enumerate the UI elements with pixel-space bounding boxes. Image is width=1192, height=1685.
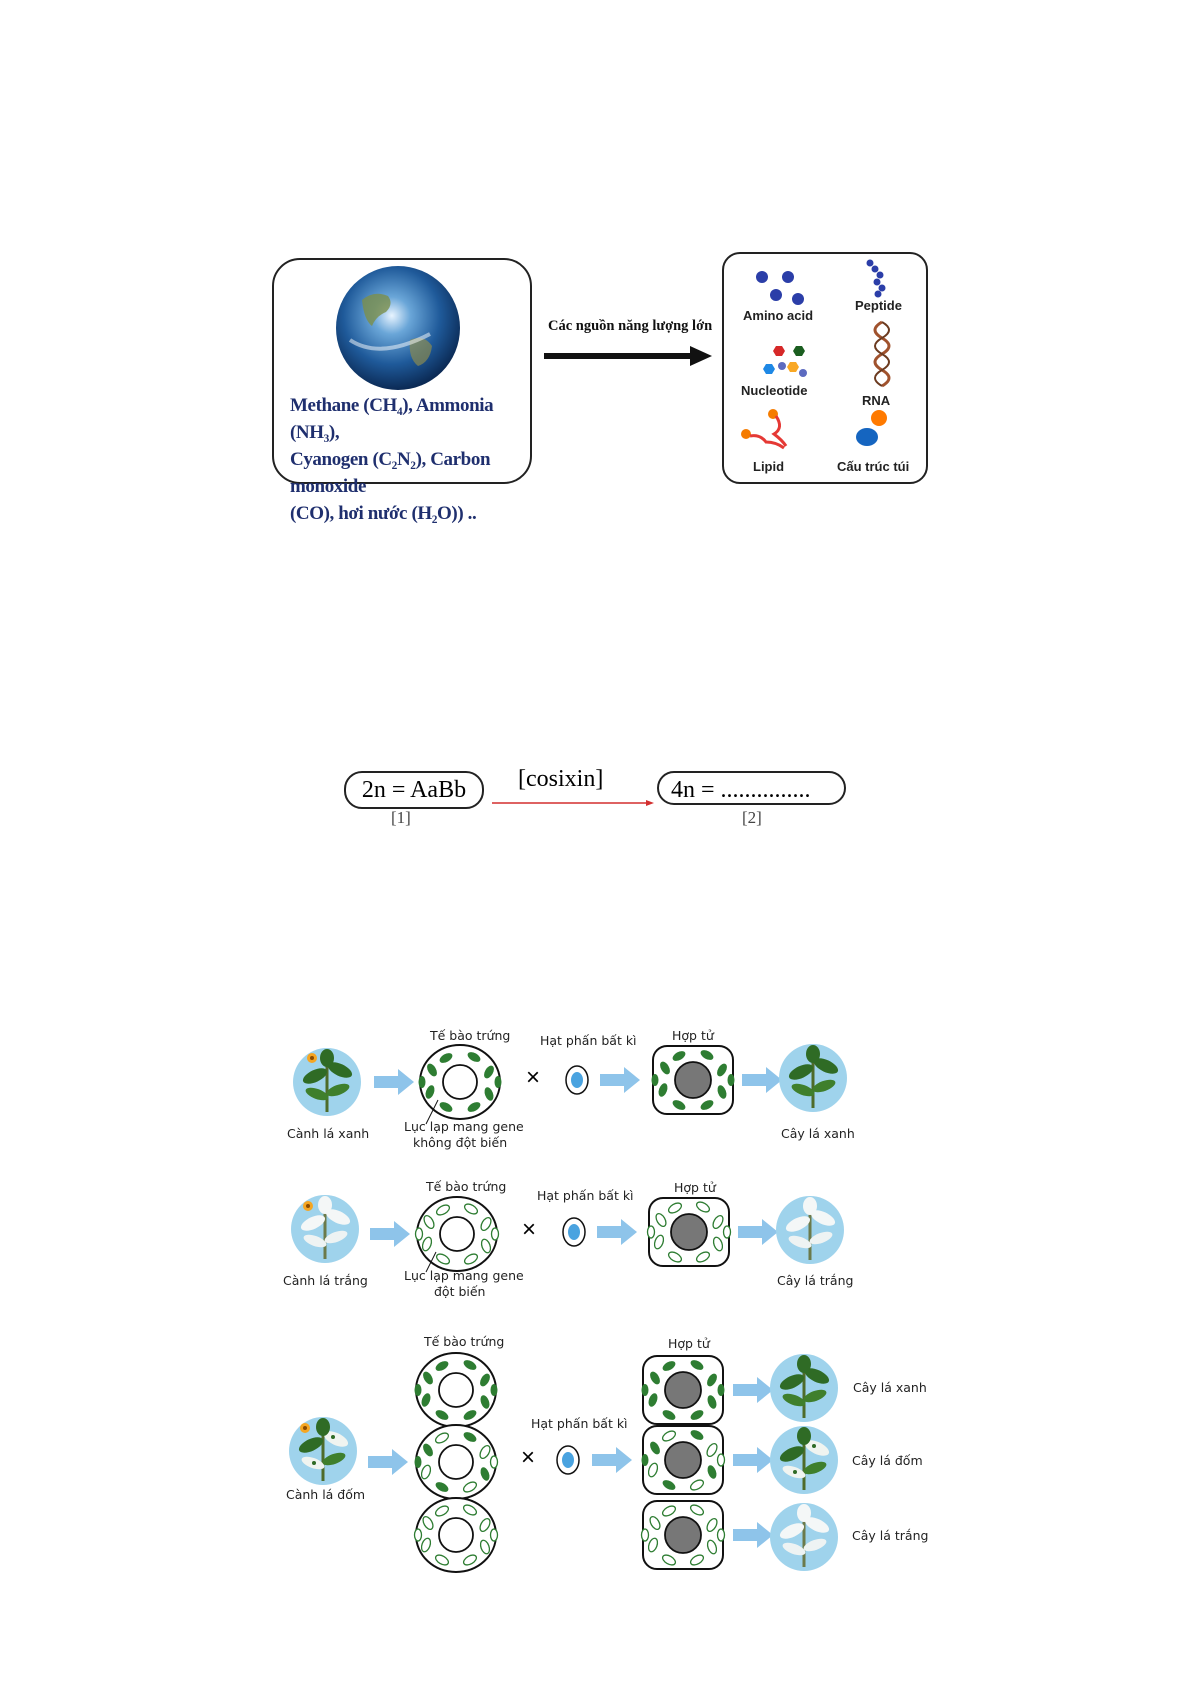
row3-result-white: Cây lá trắng	[852, 1528, 929, 1543]
row1-pollen-label: Hạt phấn bất kì	[540, 1033, 637, 1048]
diploid-box: 2n = AaBb	[344, 771, 484, 809]
tetraploid-index: [2]	[742, 808, 762, 827]
row2-white	[289, 1193, 846, 1273]
amino-acid-label: Amino acid	[743, 308, 814, 323]
energy-arrow-label: Các nguồn năng lượng lớn	[548, 318, 713, 334]
row3-variegated	[287, 1352, 840, 1573]
nucleotide-label: Nucleotide	[741, 383, 808, 398]
row1-cross-symbol: ×	[526, 1064, 541, 1091]
tetraploid-box: 4n = ...............	[657, 771, 846, 805]
row1-plastid-note-1: Lục lạp mang gene	[404, 1119, 524, 1134]
molecules-box	[722, 252, 928, 484]
row2-cross-symbol: ×	[522, 1216, 537, 1243]
row1-egg-label: Tế bào trứng	[430, 1028, 511, 1043]
row1-green	[291, 1042, 849, 1125]
earth-gas-list: Methane (CH₄), Ammonia (NH₃), Cyanogen (…	[290, 392, 530, 527]
row1-zygote-label: Hợp tử	[672, 1028, 714, 1043]
row2-source-label: Cành lá trắng	[283, 1273, 368, 1288]
gas-line-1: Methane (CH₄), Ammonia (NH₃),	[290, 395, 494, 443]
row2-egg-label: Tế bào trứng	[426, 1179, 507, 1194]
row1-result-label: Cây lá xanh	[781, 1126, 855, 1141]
vesicle-label: Cấu trúc túi	[837, 459, 910, 474]
gas-line-3: (CO), hơi nước (H₂O)) ..	[290, 503, 477, 524]
row3-result-green: Cây lá xanh	[853, 1380, 927, 1395]
row2-result-label: Cây lá trắng	[777, 1273, 854, 1288]
row3-pollen-label: Hạt phấn bất kì	[531, 1416, 628, 1431]
row3-zygote-label: Hợp tử	[668, 1336, 710, 1351]
lipid-label: Lipid	[753, 459, 785, 474]
row3-source-label: Cành lá đốm	[286, 1487, 366, 1502]
row2-pollen-label: Hạt phấn bất kì	[537, 1188, 634, 1203]
row2-zygote-label: Hợp tử	[674, 1180, 716, 1195]
rna-label: RNA	[862, 393, 891, 408]
row1-source-label: Cành lá xanh	[287, 1126, 370, 1141]
row3-egg-label: Tế bào trứng	[424, 1334, 505, 1349]
row2-plastid-note-1: Lục lạp mang gene	[404, 1268, 524, 1283]
colchicine-label: [cosixin]	[518, 766, 604, 792]
row2-plastid-note-2: đột biến	[434, 1284, 486, 1299]
row1-plastid-note-2: không đột biến	[413, 1135, 508, 1150]
peptide-label: Peptide	[855, 298, 902, 313]
gas-line-2: Cyanogen (C₂N₂), Carbon monoxide	[290, 449, 491, 497]
row3-cross-symbol: ×	[521, 1444, 536, 1471]
row3-result-spotted: Cây lá đốm	[852, 1453, 923, 1468]
diploid-index: [1]	[391, 808, 411, 827]
